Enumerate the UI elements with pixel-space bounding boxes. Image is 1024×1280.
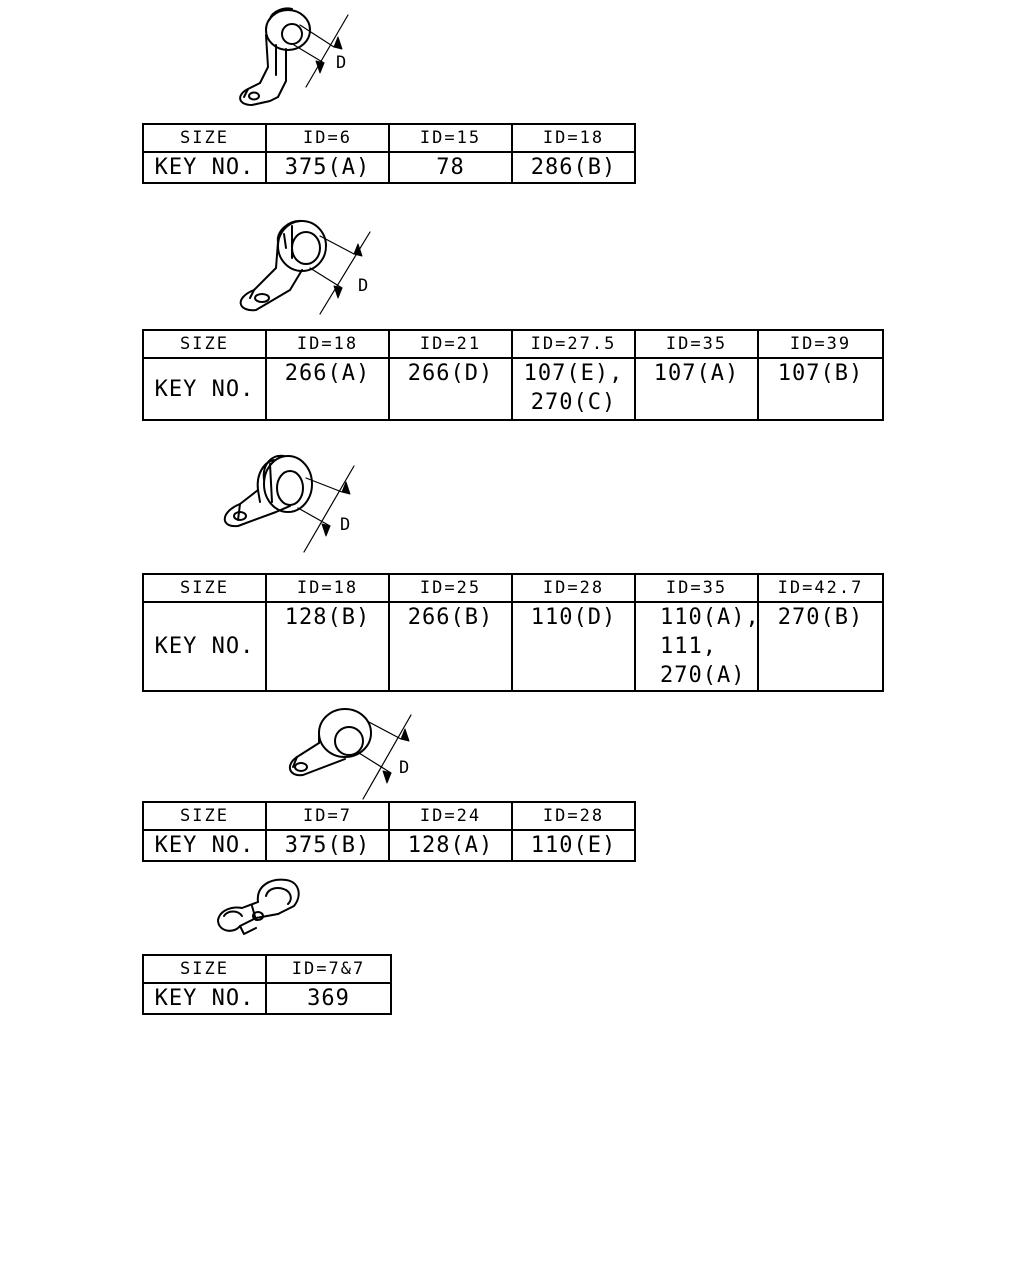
key-cell: 110(D) (511, 601, 636, 692)
key-cell: 375(B) (265, 829, 390, 862)
clip-drawing-2: D (230, 218, 380, 318)
size-label: SIZE (142, 954, 267, 984)
clip-drawing-4: D (285, 705, 425, 805)
key-cell: 375(A) (265, 151, 390, 184)
key-cell: 286(B) (511, 151, 636, 184)
size-cell: ID=6 (265, 123, 390, 153)
table-row: KEY NO. 128(B) 266(B) 110(D) 110(A),111,… (142, 601, 884, 692)
table-row: SIZE ID=18 ID=21 ID=27.5 ID=35 ID=39 (142, 329, 884, 359)
clip-drawing-1: D (230, 5, 370, 115)
dimension-label: D (358, 276, 368, 296)
key-cell: 107(E),270(C) (511, 357, 636, 421)
size-cell: ID=18 (265, 329, 390, 359)
clip-drawing-5 (212, 876, 312, 940)
size-cell: ID=39 (757, 329, 884, 359)
size-table-5: SIZE ID=7&7 KEY NO. 369 (142, 954, 392, 1015)
key-no-label: KEY NO. (142, 601, 267, 692)
key-cell: 110(A),111,270(A) (634, 601, 759, 692)
key-cell: 107(A) (634, 357, 759, 421)
key-no-label: KEY NO. (142, 357, 267, 421)
size-label: SIZE (142, 573, 267, 603)
size-cell: ID=24 (388, 801, 513, 831)
size-label: SIZE (142, 329, 267, 359)
table-row: KEY NO. 266(A) 266(D) 107(E),270(C) 107(… (142, 357, 884, 421)
size-cell: ID=25 (388, 573, 513, 603)
size-cell: ID=35 (634, 573, 759, 603)
key-cell: 128(B) (265, 601, 390, 692)
size-cell: ID=18 (511, 123, 636, 153)
key-no-label: KEY NO. (142, 151, 267, 184)
size-cell: ID=7 (265, 801, 390, 831)
dimension-label: D (399, 758, 409, 778)
size-table-1: SIZE ID=6 ID=15 ID=18 KEY NO. 375(A) 78 … (142, 123, 636, 184)
table-row: SIZE ID=7 ID=24 ID=28 (142, 801, 636, 831)
table-row: KEY NO. 369 (142, 982, 392, 1015)
size-cell: ID=28 (511, 573, 636, 603)
double-clip-icon (217, 878, 300, 935)
dimension-label: D (340, 515, 350, 535)
key-cell: 266(B) (388, 601, 513, 692)
size-label: SIZE (142, 123, 267, 153)
key-cell: 110(E) (511, 829, 636, 862)
key-no-label: KEY NO. (142, 829, 267, 862)
size-table-3: SIZE ID=18 ID=25 ID=28 ID=35 ID=42.7 KEY… (142, 573, 884, 692)
table-row: KEY NO. 375(A) 78 286(B) (142, 151, 636, 184)
size-table-4: SIZE ID=7 ID=24 ID=28 KEY NO. 375(B) 128… (142, 801, 636, 862)
key-no-label: KEY NO. (142, 982, 267, 1015)
key-cell: 128(A) (388, 829, 513, 862)
size-cell: ID=18 (265, 573, 390, 603)
size-table-2: SIZE ID=18 ID=21 ID=27.5 ID=35 ID=39 KEY… (142, 329, 884, 421)
key-cell: 270(B) (757, 601, 884, 692)
key-cell: 369 (265, 982, 392, 1015)
key-cell: 266(D) (388, 357, 513, 421)
p-clip-icon: D (288, 708, 412, 800)
size-cell: ID=7&7 (265, 954, 392, 984)
size-cell: ID=28 (511, 801, 636, 831)
cushion-clip-icon: D (239, 219, 371, 315)
key-cell: 107(B) (757, 357, 884, 421)
size-cell: ID=21 (388, 329, 513, 359)
raised-clip-icon: D (239, 7, 349, 106)
size-cell: ID=27.5 (511, 329, 636, 359)
table-row: SIZE ID=18 ID=25 ID=28 ID=35 ID=42.7 (142, 573, 884, 603)
key-cell: 78 (388, 151, 513, 184)
table-row: KEY NO. 375(B) 128(A) 110(E) (142, 829, 636, 862)
size-cell: ID=42.7 (757, 573, 884, 603)
size-label: SIZE (142, 801, 267, 831)
size-cell: ID=35 (634, 329, 759, 359)
table-row: SIZE ID=6 ID=15 ID=18 (142, 123, 636, 153)
size-cell: ID=15 (388, 123, 513, 153)
dimension-label: D (336, 53, 346, 73)
clip-drawing-3: D (218, 450, 368, 556)
table-row: SIZE ID=7&7 (142, 954, 392, 984)
key-cell: 266(A) (265, 357, 390, 421)
double-band-clip-icon: D (223, 454, 355, 553)
